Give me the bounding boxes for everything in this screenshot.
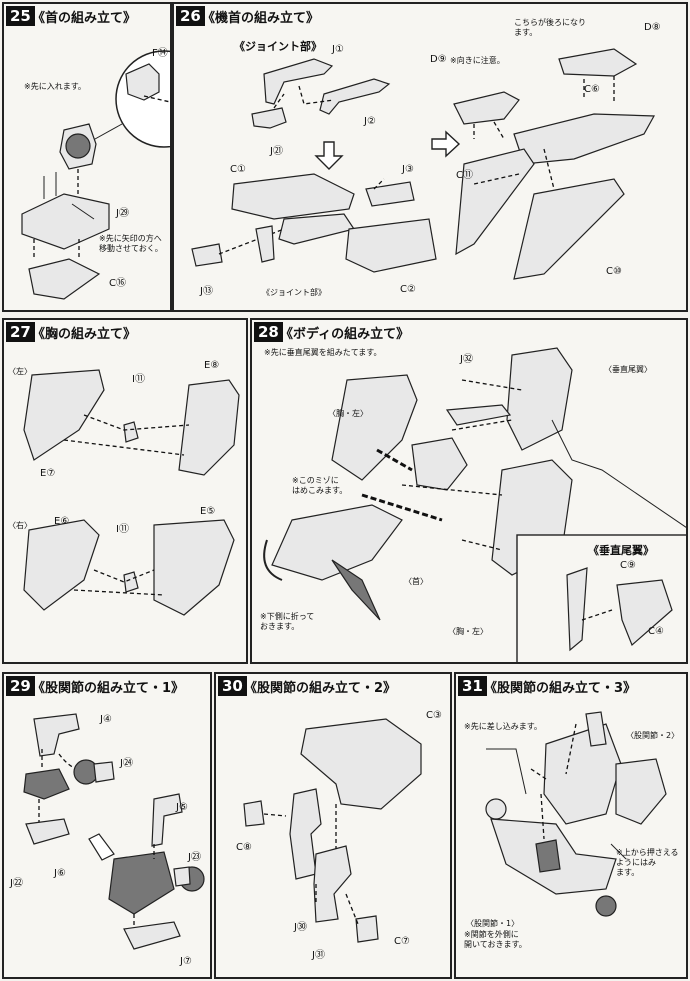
note-back-side: こちらが後ろになり ます。: [514, 18, 586, 37]
label-left: 〈左〉: [8, 367, 32, 376]
step-title: 《ボディの組み立て》: [280, 327, 410, 342]
note-insert-first: ※先に入れます。: [24, 82, 86, 91]
note-move-arrow: ※先に矢印の方へ 移動させておく。: [99, 234, 163, 253]
label-c11: C⑪: [456, 170, 473, 181]
note-direction: ※向きに注意。: [450, 56, 505, 65]
step-number: 26: [176, 6, 205, 26]
label-c16: C⑯: [109, 278, 126, 289]
chest-assembly-diagram: [23, 369, 240, 616]
label-j7: J⑦: [180, 956, 192, 967]
note-fold: ※下側に折って おきます。: [260, 612, 315, 631]
label-c7: C⑦: [394, 936, 410, 947]
label-j22: J㉒: [10, 878, 23, 889]
neck-assembly-diagram: [21, 50, 170, 300]
label-c6: C⑥: [584, 84, 600, 95]
step-30-panel: 30 《股関節の組み立て・2》 C③ C⑧ J㉚ J㉛ C⑦: [214, 672, 452, 979]
label-j6: J⑥: [54, 868, 66, 879]
label-c8: C⑧: [236, 842, 252, 853]
label-hip-joint-2: 〈股関節・2〉: [626, 731, 680, 740]
label-j4: J④: [100, 714, 112, 725]
label-j5: J⑤: [176, 802, 188, 813]
step-title: 《胸の組み立て》: [32, 327, 137, 342]
label-c9: C⑨: [620, 560, 636, 571]
label-e8: E⑧: [204, 360, 220, 371]
step-number: 31: [458, 676, 487, 696]
label-vertical-tail: 〈垂直尾翼〉: [604, 365, 652, 374]
label-right: 〈右〉: [8, 521, 32, 530]
label-e7: E⑦: [40, 468, 56, 479]
note-open-outward: ※関節を外側に 開いておきます。: [464, 930, 527, 949]
label-head: 〈首〉: [404, 577, 428, 586]
label-j31: J㉛: [312, 950, 325, 961]
label-chest-left-bottom: 〈胸・左〉: [448, 627, 488, 636]
label-j23: J㉓: [188, 852, 201, 863]
step-number: 27: [6, 322, 35, 342]
hip-joint-1-diagram: [23, 713, 205, 950]
label-j29: J㉙: [116, 208, 129, 219]
step-title: 《股関節の組み立て・2》: [244, 681, 397, 696]
step-number: 29: [6, 676, 35, 696]
step-27-panel: 27 《胸の組み立て》 〈左〉 I⑪ E⑧ E⑦ 〈右〉 E⑥ I⑪ E⑤: [2, 318, 248, 664]
label-i11-bottom: I⑪: [116, 524, 129, 535]
label-c10: C⑩: [606, 266, 622, 277]
label-c4: C④: [648, 626, 664, 637]
step-title: 《股関節の組み立て・3》: [484, 681, 637, 696]
note-insert-first: ※先に差し込みます。: [464, 722, 542, 731]
label-f14: F⑭: [152, 48, 168, 59]
body-assembly-diagram: [263, 347, 686, 662]
label-j30: J㉚: [294, 922, 307, 933]
step-title: 《首の組み立て》: [32, 11, 137, 26]
step-number: 25: [6, 6, 35, 26]
label-c3: C③: [426, 710, 442, 721]
label-hip-joint-1: 〈股関節・1〉: [466, 919, 520, 928]
label-e6: E⑥: [54, 516, 70, 527]
step-26-panel: 26 《機首の組み立て》 《ジョイント部》 J① J② J㉑ C① J③ J⑬ …: [172, 2, 688, 312]
joint-subtitle: 《ジョイント部》: [234, 40, 322, 53]
label-j24: J㉔: [120, 758, 133, 769]
step-28-panel: 28 《ボディの組み立て》 ※先に垂直尾翼を組みたてます。 J㉜ 〈垂直尾翼〉 …: [250, 318, 688, 664]
label-i11-top: I⑪: [132, 374, 145, 385]
step-title: 《機首の組み立て》: [202, 11, 320, 26]
label-joint-part: 《ジョイント部》: [262, 288, 326, 297]
nose-assembly-diagram: [191, 48, 656, 280]
label-e5: E⑤: [200, 506, 216, 517]
step-29-panel: 29 《股関節の組み立て・1》 J④ J㉔ J㉒ J⑥ J⑤ J㉓ J⑦: [2, 672, 212, 979]
step-25-panel: 25 《首の組み立て》 F⑭ I⑥ ※先に入れます。 J㉙ ※先に矢印の方へ 移…: [2, 2, 172, 312]
label-j1: J①: [332, 44, 344, 55]
label-j21: J㉑: [270, 146, 283, 157]
hip-joint-3-diagram: [485, 711, 667, 917]
hip-joint-2-diagram: [243, 718, 422, 943]
step-31-panel: 31 《股関節の組み立て・3》 ※先に差し込みます。 〈股関節・2〉 ※上から押…: [454, 672, 688, 979]
step-title: 《股関節の組み立て・1》: [32, 681, 185, 696]
label-j3: J③: [402, 164, 414, 175]
label-d9: D⑨: [430, 54, 447, 65]
label-j32: J㉜: [460, 354, 473, 365]
step-number: 30: [218, 676, 247, 696]
vertical-tail-subtitle: 《垂直尾翼》: [588, 544, 654, 557]
label-chest-left-top: 〈胸・左〉: [328, 409, 368, 418]
step-number: 28: [254, 322, 283, 342]
label-j2: J②: [364, 116, 376, 127]
label-j13: J⑬: [200, 286, 213, 297]
label-c2: C②: [400, 284, 416, 295]
note-press-from-top: ※上から押さえる ようにはみ ます。: [616, 848, 679, 877]
label-d8: D⑧: [644, 22, 661, 33]
label-c1: C①: [230, 164, 246, 175]
note-vtail-first: ※先に垂直尾翼を組みたてます。: [264, 348, 382, 357]
note-groove: ※このミゾに はめこみます。: [292, 476, 348, 495]
